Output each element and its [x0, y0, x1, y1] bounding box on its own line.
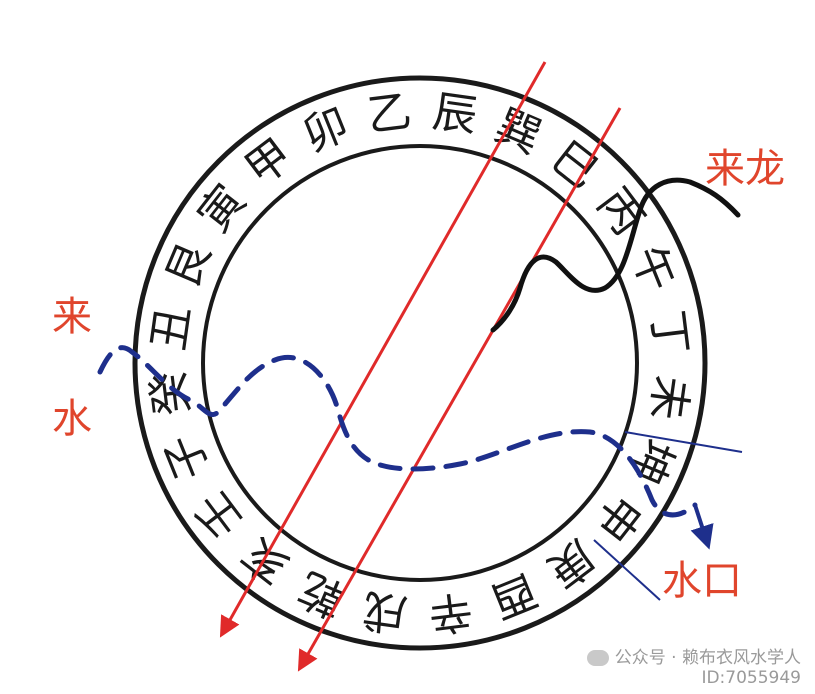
- ring-character: 辰: [430, 86, 481, 143]
- ring-character: 癸: [143, 369, 199, 419]
- incoming-water-label-bottom: 水: [52, 396, 92, 442]
- ring-character: 艮: [157, 235, 221, 295]
- sector-divider-upper: [624, 431, 743, 453]
- inner-ring: [201, 144, 639, 582]
- incoming-dragon-label: 来龙: [705, 146, 785, 192]
- water-outlet-label: 水口: [662, 558, 742, 604]
- ring-character: 戌: [360, 583, 411, 640]
- watermark: 公众号 · 赖布衣风水学人 ID:7055949: [586, 648, 801, 688]
- incoming-water-path: [97, 345, 698, 518]
- ring-character: 卯: [296, 98, 356, 162]
- outer-ring: [132, 75, 708, 651]
- ring-character: 子: [155, 427, 219, 487]
- red-direction-line-2: [297, 107, 622, 672]
- wechat-icon: [586, 650, 609, 666]
- incoming-dragon-path: [490, 177, 741, 333]
- water-exit-arrow: [690, 504, 714, 550]
- ring-character: 乙: [364, 86, 414, 142]
- red-direction-line-1: [219, 61, 547, 638]
- sector-divider-lower: [593, 539, 661, 601]
- incoming-water-label-top: 来: [52, 294, 92, 340]
- watermark-id: ID:7055949: [701, 668, 801, 688]
- ring-character: 丁: [641, 307, 697, 357]
- watermark-account: 公众号 · 赖布衣风水学人: [614, 648, 801, 668]
- ring-character: 辛: [426, 584, 476, 640]
- ring-character: 酉: [484, 564, 544, 628]
- ring-character: 丑: [143, 303, 200, 354]
- ring-character: 未: [640, 373, 697, 424]
